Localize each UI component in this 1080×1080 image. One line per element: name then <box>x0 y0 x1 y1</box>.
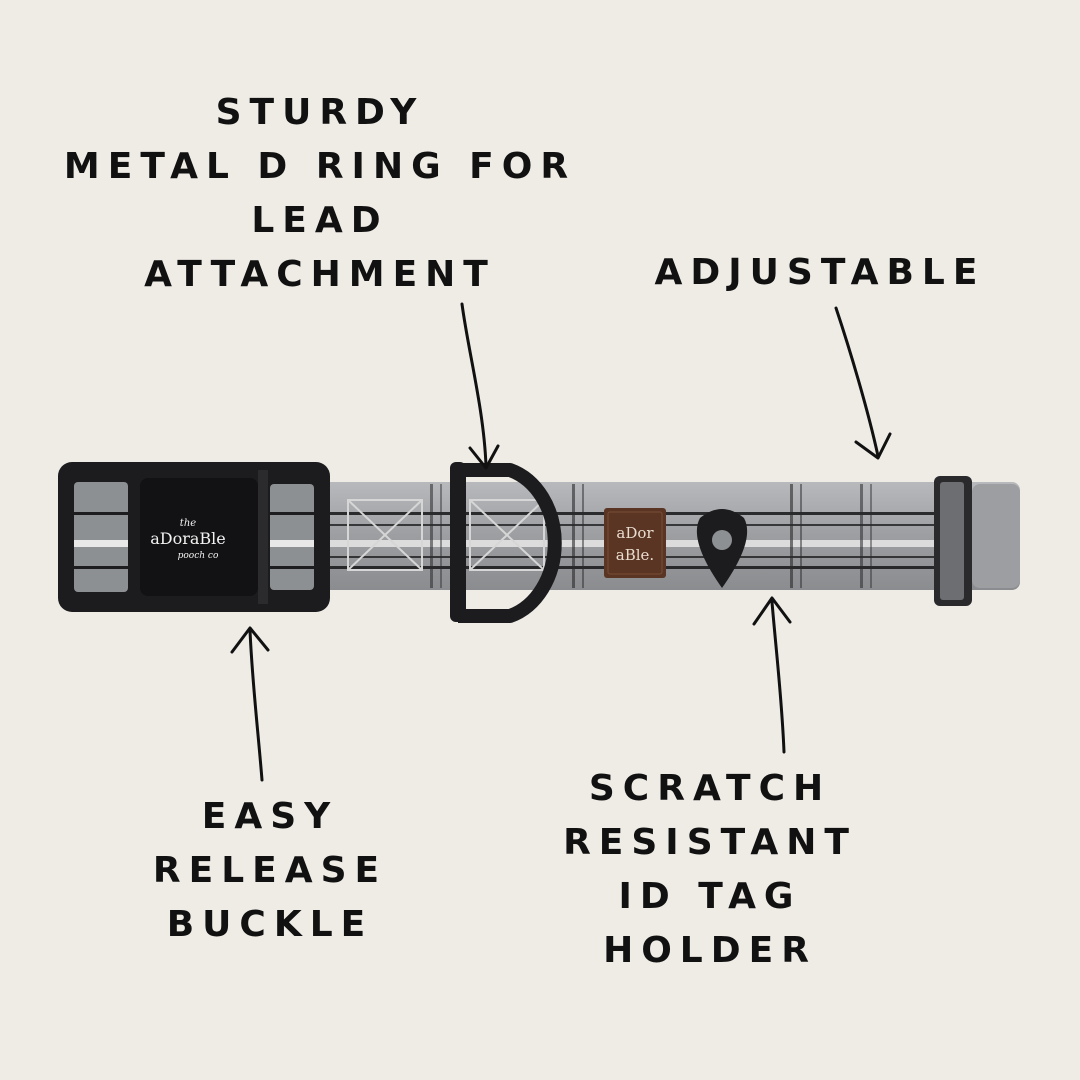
callout-id-tag-line-4: HOLDER <box>603 930 817 971</box>
callout-d-ring-line-2: METAL D RING FOR <box>63 146 577 187</box>
callout-adjustable-line-1: ADJUSTABLE <box>654 252 986 293</box>
callout-id-tag-line-2: RESISTANT <box>563 822 857 863</box>
buckle <box>58 462 330 612</box>
callout-adjustable: ADJUSTABLE <box>630 246 1010 300</box>
callout-buckle-line-1: EASY <box>201 796 339 837</box>
callout-id-tag: SCRATCH RESISTANT ID TAG HOLDER <box>530 762 890 978</box>
callout-id-tag-line-3: ID TAG <box>618 876 802 917</box>
d-ring <box>450 462 562 623</box>
callout-d-ring-line-3: LEAD <box>251 200 389 241</box>
callout-buckle: EASY RELEASE BUCKLE <box>110 790 430 952</box>
callout-buckle-line-2: RELEASE <box>152 850 388 891</box>
stitching-patch-right <box>469 499 545 571</box>
buckle-logo-line-3: pooch co <box>178 551 219 561</box>
adjuster-slider <box>934 476 1020 606</box>
callout-d-ring-line-1: STURDY <box>215 92 425 133</box>
callout-id-tag-line-1: SCRATCH <box>588 768 832 809</box>
callout-d-ring-line-4: ATTACHMENT <box>144 254 496 295</box>
leather-patch: aDor aBle. <box>604 508 666 578</box>
leather-patch-line-1: aDor <box>616 524 654 542</box>
callout-d-ring: STURDY METAL D RING FOR LEAD ATTACHMENT <box>40 86 600 302</box>
arrow-d-ring <box>460 302 500 470</box>
buckle-logo-line-2: aDoraBle <box>150 529 226 548</box>
id-tag-holder <box>696 509 748 588</box>
buckle-logo: the aDoraBle pooch co <box>150 518 226 561</box>
arrow-id-tag <box>752 596 792 754</box>
stitching-patch-left <box>347 499 423 571</box>
buckle-logo-line-1: the <box>180 518 196 529</box>
arrow-adjustable <box>834 306 892 460</box>
callout-buckle-line-3: BUCKLE <box>166 904 374 945</box>
arrow-buckle <box>230 626 270 782</box>
leather-patch-line-2: aBle. <box>616 546 654 564</box>
